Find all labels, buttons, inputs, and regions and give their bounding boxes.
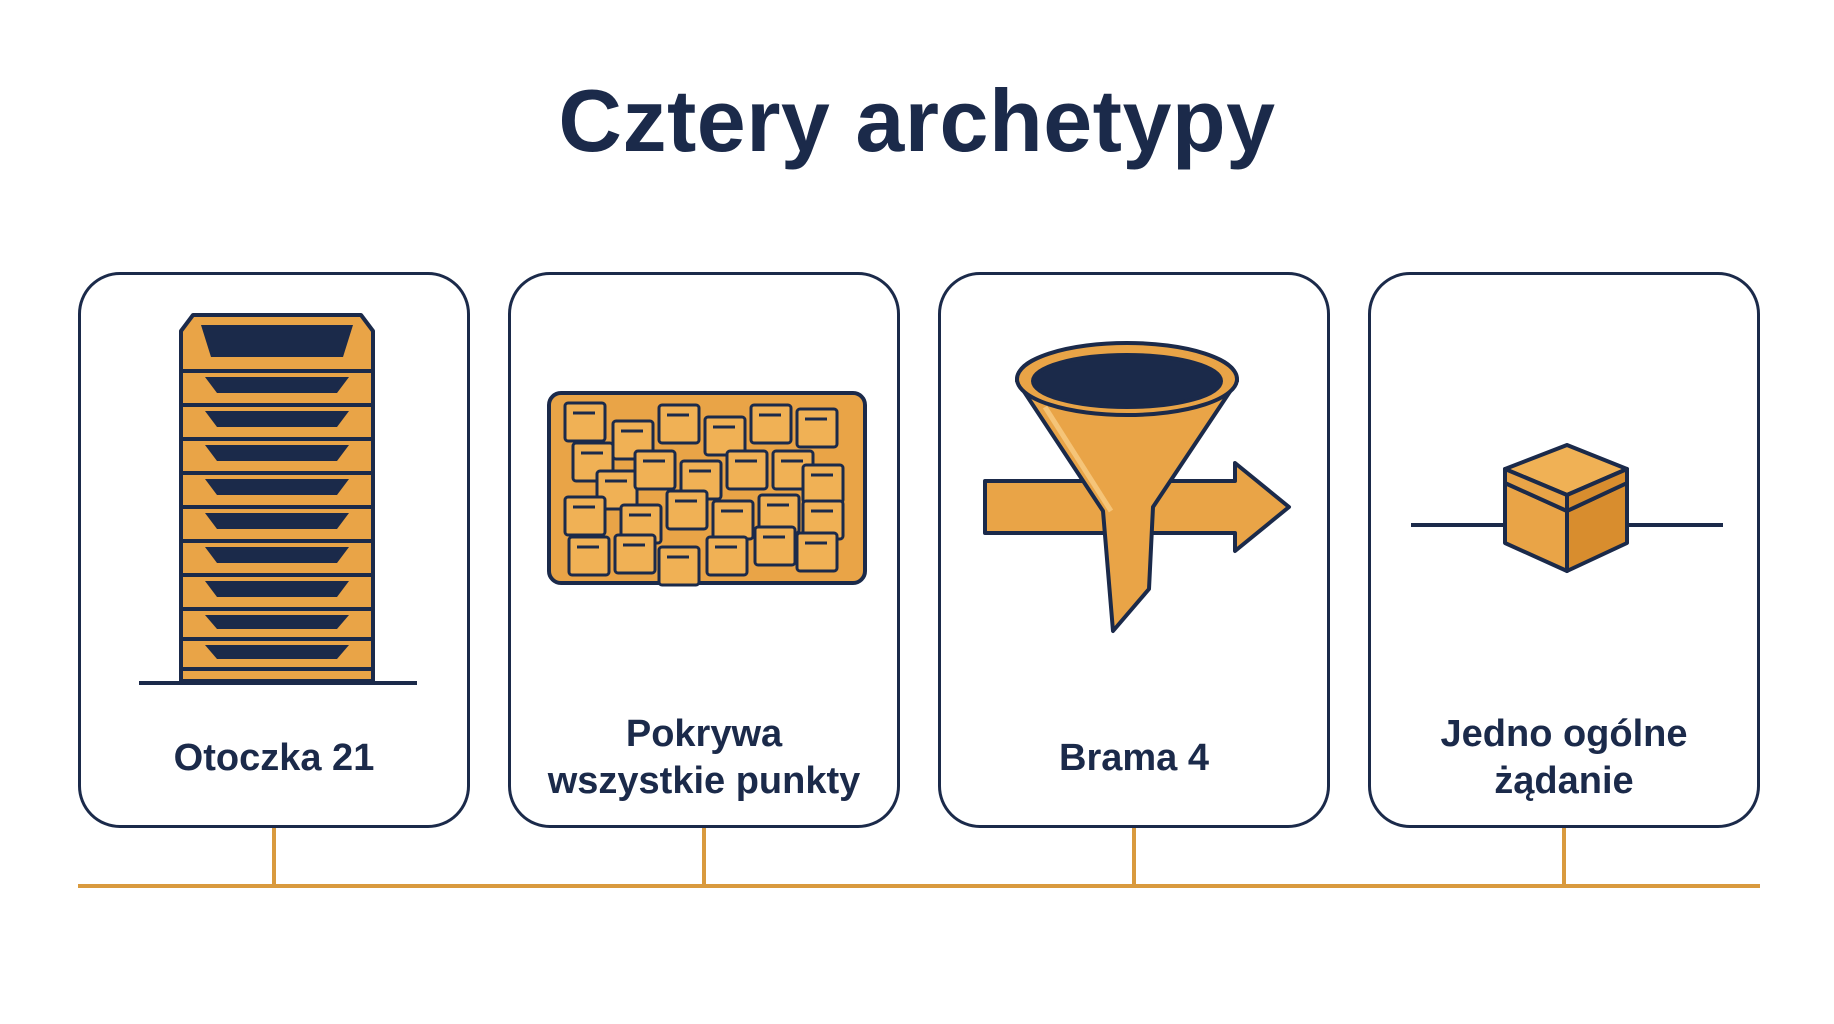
archetype-card-brama: Brama 4 xyxy=(938,272,1330,828)
archetype-label: Brama 4 xyxy=(941,735,1327,782)
page-title: Cztery archetypy xyxy=(558,71,1276,170)
archetype-label-line: Jedno ogólne xyxy=(1440,713,1688,755)
single-box-icon xyxy=(1411,443,1723,573)
archetype-card-pokrywa: Pokrywa wszystkie punkty xyxy=(508,272,900,828)
board-of-notes-icon xyxy=(547,391,867,587)
archetype-label-line: Otoczka 21 xyxy=(173,737,375,779)
archetype-label-line: wszystkie punkty xyxy=(547,760,861,802)
funnel-gate-icon xyxy=(983,341,1291,633)
archetype-label-line: Pokrywa xyxy=(625,713,783,755)
archetype-label-line: żądanie xyxy=(1494,760,1634,802)
archetype-card-zadanie: Jedno ogólne żądanie xyxy=(1368,272,1760,828)
archetype-label: Jedno ogólne żądanie xyxy=(1371,711,1757,805)
stacked-trays-icon xyxy=(139,313,417,685)
archetype-label: Otoczka 21 xyxy=(81,735,467,782)
archetype-label: Pokrywa wszystkie punkty xyxy=(511,711,897,805)
archetype-card-otoczka: Otoczka 21 xyxy=(78,272,470,828)
archetype-label-line: Brama 4 xyxy=(1059,737,1209,779)
